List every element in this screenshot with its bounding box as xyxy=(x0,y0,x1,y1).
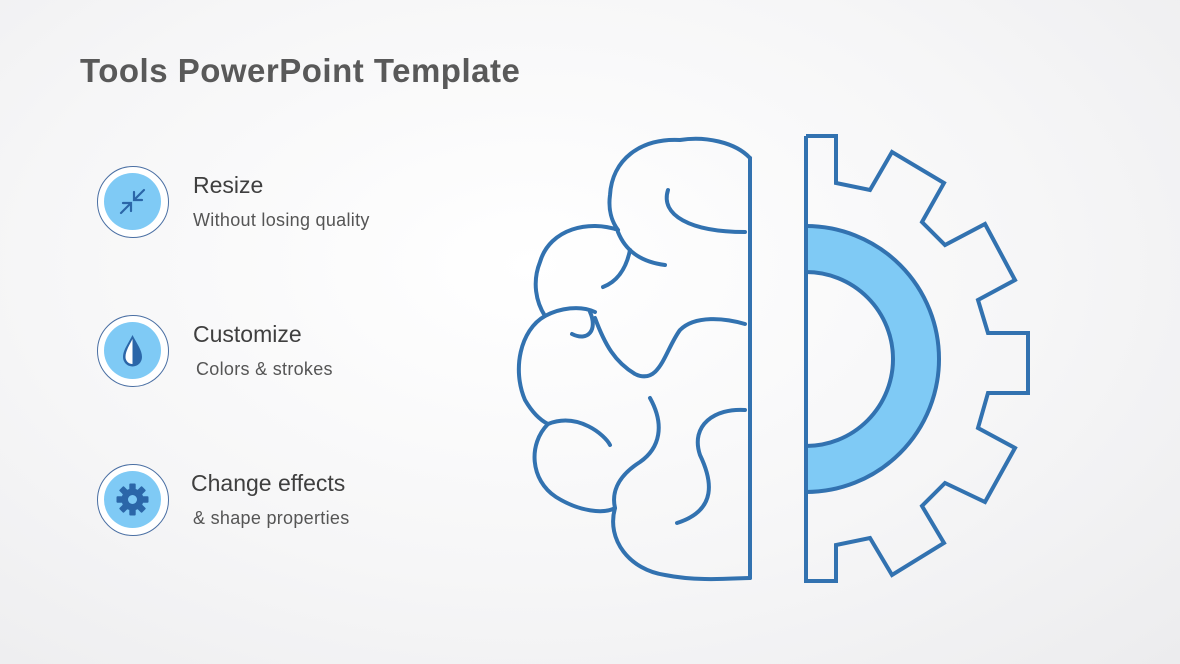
gear-icon xyxy=(104,471,161,528)
feature-item-customize: Customize Colors & strokes xyxy=(97,315,517,391)
feature-subtitle: & shape properties xyxy=(193,508,350,528)
feature-title: Resize xyxy=(193,172,264,198)
brain-half-icon xyxy=(516,136,752,582)
gear-half-icon xyxy=(804,134,1030,583)
feature-subtitle: Colors & strokes xyxy=(196,359,333,379)
feature-item-resize: Resize Without losing quality xyxy=(97,166,517,242)
brain-gear-illustration xyxy=(516,134,1030,583)
slide-title: Tools PowerPoint Template xyxy=(80,52,521,89)
feature-item-change-effects: Change effects & shape properties xyxy=(97,464,517,540)
feature-title: Customize xyxy=(193,321,302,347)
color-drop-icon xyxy=(104,322,161,379)
resize-arrows-icon xyxy=(104,173,161,230)
feature-badge xyxy=(97,464,169,536)
feature-badge xyxy=(97,166,169,238)
feature-title: Change effects xyxy=(191,470,346,496)
feature-subtitle: Without losing quality xyxy=(193,210,370,230)
feature-badge xyxy=(97,315,169,387)
